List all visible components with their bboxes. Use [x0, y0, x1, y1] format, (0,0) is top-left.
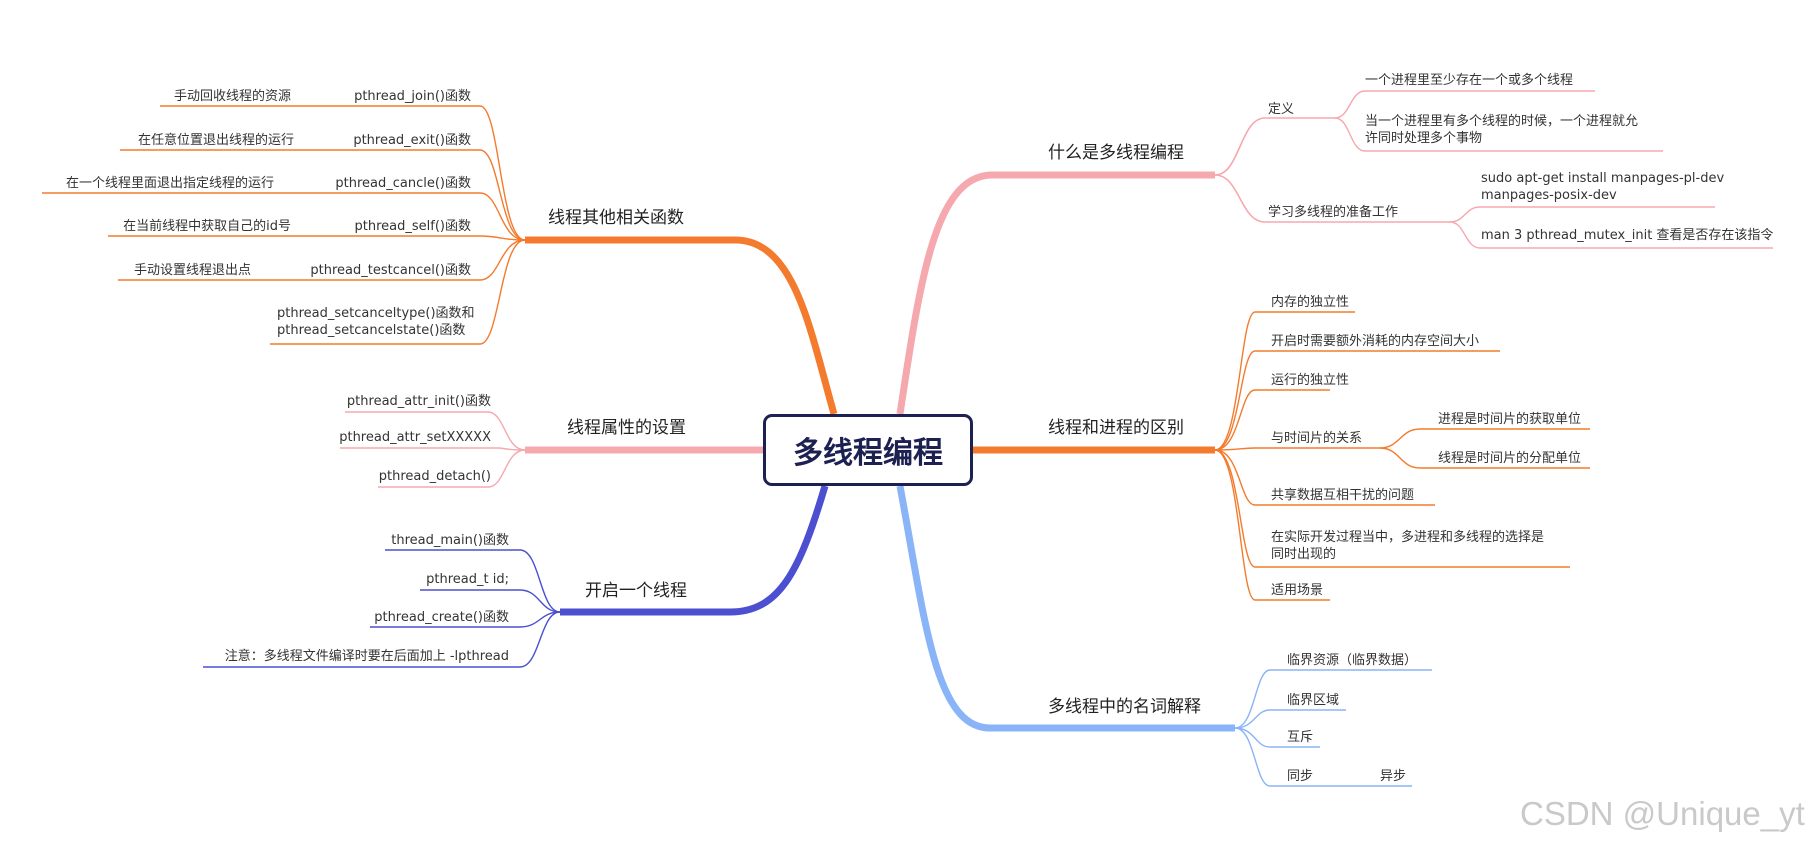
diff-item[interactable]: 在实际开发过程当中，多进程和多线程的选择是 同时出现的 — [1271, 530, 1545, 562]
diff-item[interactable]: 适用场景 — [1271, 583, 1324, 598]
func-description[interactable]: 在当前线程中获取自己的id号 — [123, 219, 291, 234]
timeslice-item[interactable]: 线程是时间片的分配单位 — [1438, 451, 1582, 466]
terms-sync-child[interactable]: 异步 — [1380, 769, 1407, 784]
link-diff-4 — [1214, 447, 1380, 451]
link-prep-2 — [1449, 221, 1773, 249]
start-item[interactable]: pthread_create()函数 — [374, 610, 509, 625]
func-description[interactable]: 在一个线程里面退出指定线程的运行 — [65, 176, 274, 191]
start-item[interactable]: thread_main()函数 — [391, 533, 509, 548]
func-description[interactable]: 在任意位置退出线程的运行 — [137, 133, 294, 148]
what-preparation-item[interactable]: man 3 pthread_mutex_init 查看是否存在该指令 — [1481, 228, 1774, 243]
attr-item[interactable]: pthread_attr_init()函数 — [346, 394, 491, 409]
what-definition-item[interactable]: 当一个进程里有多个线程的时候，一个进程就允 许同时处理多个事物 — [1365, 114, 1639, 146]
func-description[interactable]: 手动回收线程的资源 — [173, 89, 291, 104]
link-prep-1 — [1449, 206, 1715, 223]
branch-attr[interactable]: 线程属性的设置 — [567, 418, 686, 438]
branch-diff[interactable]: 线程和进程的区别 — [1048, 418, 1184, 438]
what-definition-item[interactable]: 一个进程里至少存在一个或多个线程 — [1365, 73, 1574, 88]
link-time-1 — [1379, 428, 1590, 449]
link-terms-3 — [1234, 727, 1320, 748]
link-diff-5 — [1214, 449, 1435, 506]
func-item[interactable]: pthread_exit()函数 — [353, 133, 471, 148]
link-diff-7 — [1214, 449, 1330, 601]
attr-item[interactable]: pthread_attr_setXXXXX — [339, 430, 491, 445]
diff-item[interactable]: 内存的独立性 — [1271, 295, 1350, 310]
link-attr-3 — [378, 449, 526, 488]
link-root-terms — [896, 485, 1235, 732]
timeslice-item[interactable]: 进程是时间片的获取单位 — [1438, 412, 1582, 427]
diff-item[interactable]: 与时间片的关系 — [1271, 431, 1363, 446]
terms-item[interactable]: 同步 — [1287, 769, 1314, 784]
terms-item[interactable]: 互斥 — [1287, 730, 1314, 745]
attr-item[interactable]: pthread_detach() — [378, 469, 491, 484]
link-funcs-2 — [350, 149, 526, 241]
link-time-2 — [1379, 447, 1590, 469]
link-def-2 — [1334, 117, 1663, 152]
link-funcs-3 — [330, 192, 526, 241]
link-diff-3 — [1214, 389, 1330, 451]
link-funcs-1 — [350, 105, 526, 241]
branch-funcs[interactable]: 线程其他相关函数 — [548, 208, 684, 228]
link-attr-1 — [345, 411, 526, 451]
link-what-def — [1214, 117, 1335, 176]
func-item[interactable]: pthread_testcancel()函数 — [310, 263, 471, 278]
terms-item[interactable]: 临界资源（临界数据） — [1287, 653, 1418, 668]
link-terms-2 — [1234, 709, 1346, 729]
func-item[interactable]: pthread_cancle()函数 — [335, 176, 471, 191]
branch-start[interactable]: 开启一个线程 — [585, 581, 687, 601]
func-description[interactable]: 手动设置线程退出点 — [133, 263, 251, 278]
branch-what[interactable]: 什么是多线程编程 — [1048, 143, 1184, 163]
link-root-what — [896, 171, 1215, 415]
mindmap-root[interactable]: 多线程编程 — [763, 414, 973, 486]
start-item[interactable]: 注意：多线程文件编译时要在后面加上 -lpthread — [224, 649, 509, 664]
func-item[interactable]: pthread_setcanceltype()函数和 pthread_setca… — [277, 306, 475, 338]
terms-item[interactable]: 临界区域 — [1287, 693, 1340, 708]
link-start-2 — [420, 589, 561, 613]
what-definition[interactable]: 定义 — [1268, 102, 1295, 117]
branch-terms[interactable]: 多线程中的名词解释 — [1048, 697, 1201, 717]
link-terms-1 — [1234, 669, 1432, 729]
link-funcs-6 — [270, 239, 526, 345]
func-item[interactable]: pthread_join()函数 — [354, 89, 471, 104]
link-diff-1 — [1214, 311, 1355, 451]
link-funcs-4 — [350, 235, 526, 241]
diff-item[interactable]: 开启时需要额外消耗的内存空间大小 — [1271, 334, 1480, 349]
what-preparation-item[interactable]: sudo apt-get install manpages-pl-dev man… — [1481, 171, 1725, 203]
link-start-1 — [385, 549, 561, 613]
diff-item[interactable]: 运行的独立性 — [1271, 373, 1350, 388]
watermark-text: CSDN @Unique_yt — [1520, 795, 1805, 832]
link-terms-4 — [1234, 727, 1325, 787]
link-def-1 — [1334, 90, 1595, 119]
link-diff-2 — [1214, 350, 1500, 451]
link-attr-2 — [340, 447, 526, 451]
link-start-4 — [203, 611, 561, 668]
link-root-funcs — [525, 236, 838, 415]
link-start-3 — [370, 611, 561, 628]
link-funcs-5 — [305, 239, 526, 281]
link-root-start — [560, 485, 829, 616]
func-item[interactable]: pthread_self()函数 — [354, 219, 471, 234]
start-item[interactable]: pthread_t id; — [426, 572, 509, 587]
what-preparation[interactable]: 学习多线程的准备工作 — [1268, 205, 1399, 220]
link-what-prep — [1214, 174, 1450, 223]
diff-item[interactable]: 共享数据互相干扰的问题 — [1271, 488, 1415, 503]
